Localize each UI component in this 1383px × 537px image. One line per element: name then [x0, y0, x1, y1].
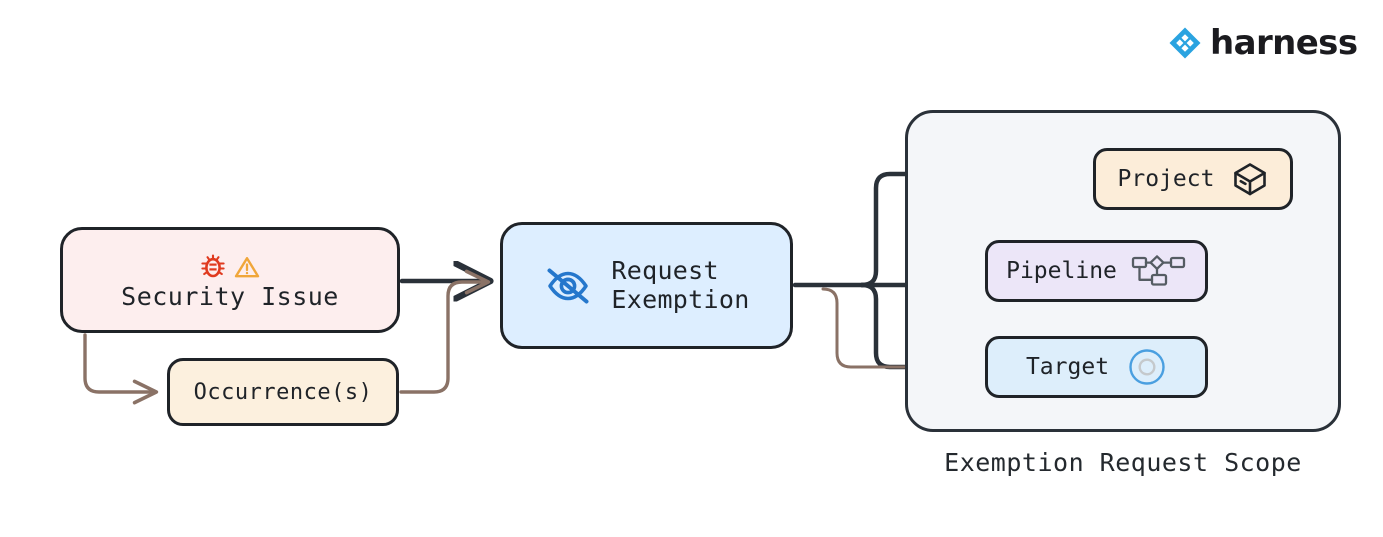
- edge-occurrences-to-request-exemption: [399, 269, 491, 394]
- bug-icon: [201, 254, 225, 277]
- node-project[interactable]: Project: [1093, 148, 1293, 210]
- node-request-exemption[interactable]: Request Exemption: [500, 222, 793, 349]
- pipeline-nodes-icon: [1131, 252, 1187, 290]
- request-exemption-label: Request Exemption: [611, 255, 750, 314]
- brand-wordmark: harness: [1210, 23, 1358, 63]
- security-issue-icons: [200, 252, 260, 282]
- occurrences-label: Occurrence(s): [193, 379, 373, 405]
- cube-box-icon: [1232, 161, 1268, 197]
- node-pipeline[interactable]: Pipeline: [985, 240, 1208, 302]
- node-occurrences[interactable]: Occurrence(s): [167, 358, 399, 426]
- node-target[interactable]: Target: [985, 336, 1208, 398]
- harness-logo: harness: [1168, 23, 1358, 63]
- harness-diamond-logo-icon: [1169, 27, 1201, 59]
- eye-off-icon: [543, 263, 593, 309]
- target-circle-icon: [1127, 347, 1167, 387]
- exemption-request-scope-label: Exemption Request Scope: [944, 448, 1302, 477]
- security-issue-label: Security Issue: [121, 281, 339, 311]
- edge-security-issue-to-occurrences: [83, 333, 159, 405]
- pipeline-label: Pipeline: [1006, 258, 1117, 284]
- warning-triangle-icon: [234, 256, 260, 277]
- node-security-issue[interactable]: Security Issue: [60, 227, 400, 333]
- target-label: Target: [1025, 354, 1110, 380]
- project-label: Project: [1117, 166, 1215, 192]
